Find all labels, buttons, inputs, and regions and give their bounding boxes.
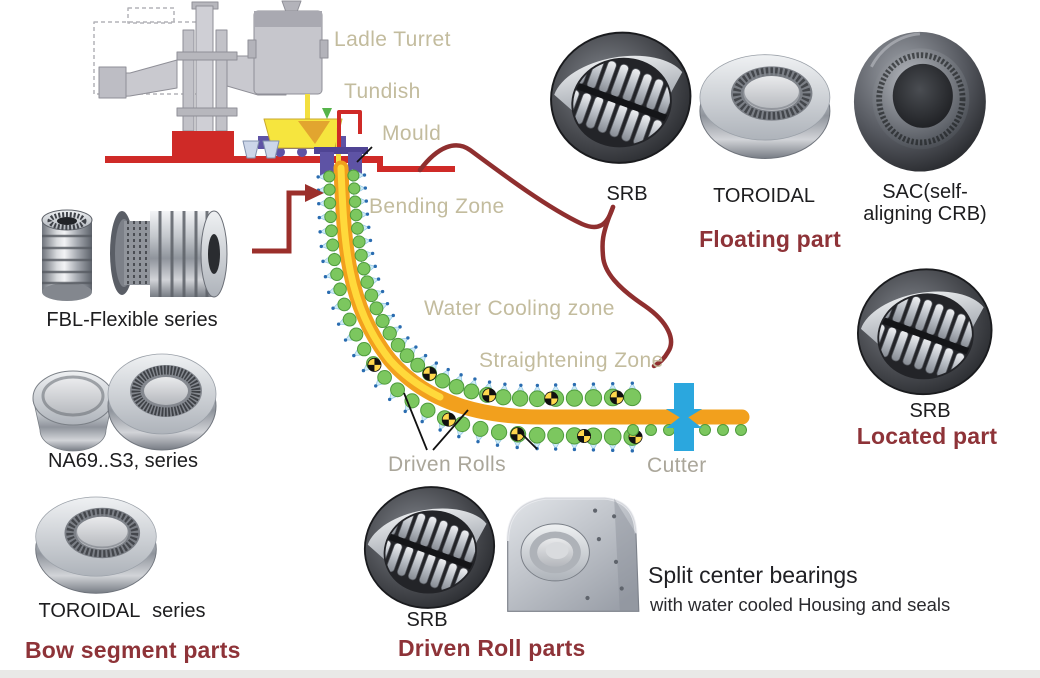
bending-zone-arrow xyxy=(252,184,324,254)
cutter-symbol xyxy=(666,383,702,451)
caption-toroidal-series: TOROIDAL series xyxy=(38,600,206,622)
title-floating-part: Floating part xyxy=(699,226,841,252)
caption-sac-floating: SAC(self- aligning CRB) xyxy=(863,181,987,225)
floating-part-brace xyxy=(417,143,674,369)
title-located-part: Located part xyxy=(856,423,998,449)
caster-machine-schematic xyxy=(93,0,455,176)
title-driven-roll-parts: Driven Roll parts xyxy=(398,635,586,661)
caption-toroidal-floating: TOROIDAL xyxy=(713,185,815,207)
caption-srb-driven: SRB xyxy=(406,609,448,631)
label-straightening-zone: Straightening Zone xyxy=(479,349,664,372)
title-bow-segment-parts: Bow segment parts xyxy=(25,637,241,663)
caption-sac-line1: SAC(self- xyxy=(882,181,968,203)
sac-bearing-image-floating xyxy=(854,32,986,172)
guide-rolls xyxy=(323,169,642,446)
split-bearings-subheading: with water cooled Housing and seals xyxy=(650,594,951,615)
srb-bearing-image-located xyxy=(848,259,1002,405)
label-driven-rolls: Driven Rolls xyxy=(388,453,506,476)
label-cutter: Cutter xyxy=(647,454,707,477)
label-water-cooling-zone: Water Cooling zone xyxy=(424,297,615,320)
bottom-edge-strip xyxy=(0,670,1040,678)
label-mould: Mould xyxy=(382,122,442,145)
na69-bearing-image xyxy=(108,354,216,450)
fbl-bearing-large-image xyxy=(108,209,229,299)
caption-srb-located: SRB xyxy=(909,400,951,422)
fbl-bearing-small-image xyxy=(42,210,92,301)
caption-na69-series: NA69..S3, series xyxy=(47,450,199,472)
label-bending-zone: Bending Zone xyxy=(369,195,505,218)
bearing-position-markers xyxy=(367,357,643,444)
split-bearings-heading: Split center bearings xyxy=(648,562,858,588)
liquid-core xyxy=(337,164,444,401)
pointer-lines xyxy=(356,146,538,451)
na69-inner-ring-image xyxy=(31,369,115,453)
caption-sac-line2: aligning CRB) xyxy=(863,202,987,225)
ground-line xyxy=(105,156,383,163)
label-ladle-turret: Ladle Turret xyxy=(334,28,451,51)
steel-stream xyxy=(305,94,310,122)
mould-block xyxy=(320,152,334,176)
caption-fbl-series: FBL-Flexible series xyxy=(46,309,218,331)
label-tundish: Tundish xyxy=(344,80,421,103)
toroidal-series-bearing-image xyxy=(36,497,157,593)
srb-bearing-image-floating xyxy=(541,22,701,174)
split-housing-image xyxy=(506,496,641,613)
caption-srb-floating: SRB xyxy=(606,183,648,205)
srb-bearing-image-driven-roll xyxy=(355,477,504,618)
toroidal-bearing-image-floating xyxy=(700,55,830,159)
